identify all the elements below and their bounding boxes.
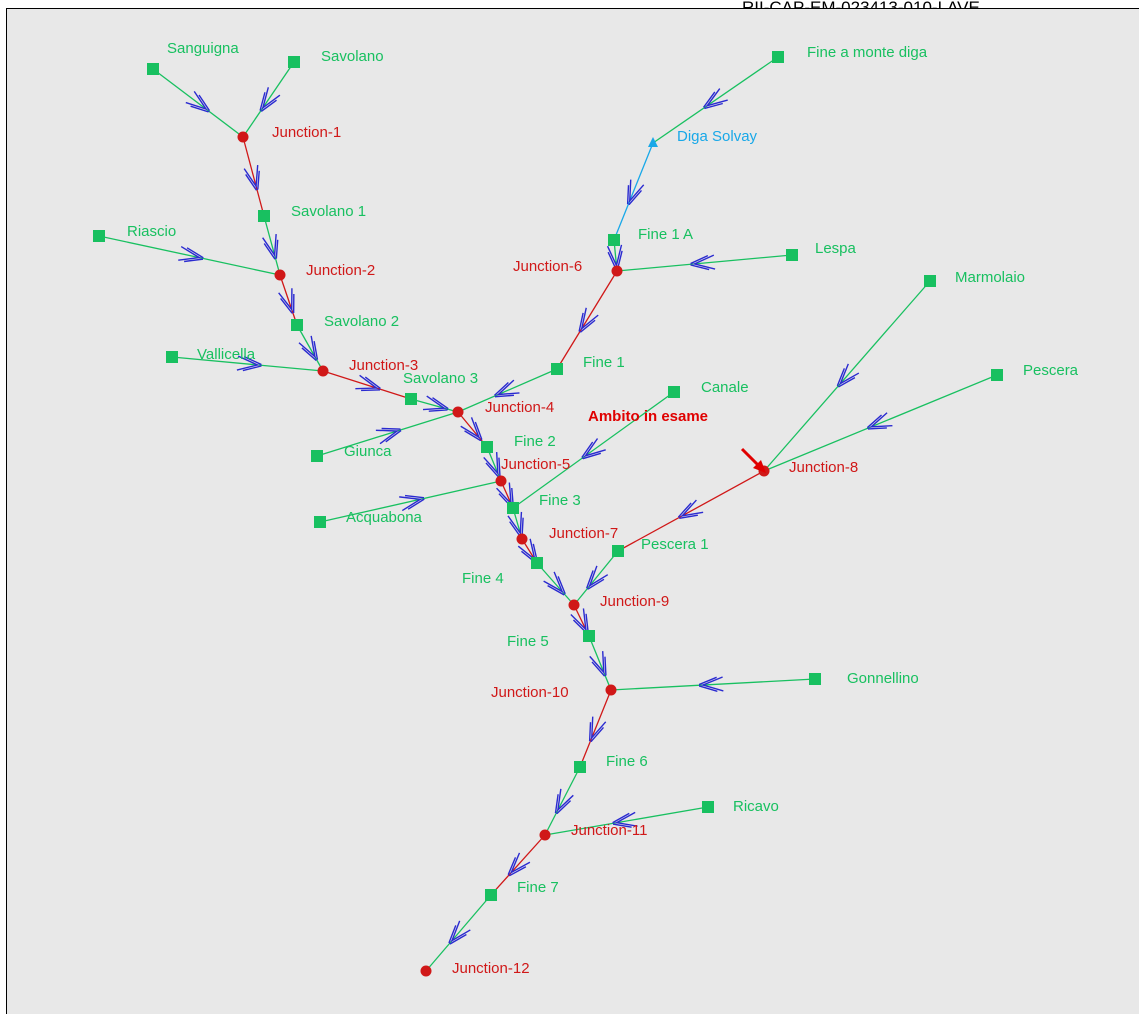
label-fine-a-monte-diga: Fine a monte diga	[807, 44, 928, 61]
node-marker-fine1	[551, 363, 563, 375]
label-fine-4: Fine 4	[462, 570, 504, 587]
network-nodes	[93, 51, 1003, 977]
node-marker-fine_a_monte_diga	[772, 51, 784, 63]
node-marker-lespa	[786, 249, 798, 261]
node-marker-pescera1	[612, 545, 624, 557]
label-acquabona: Acquabona	[346, 509, 423, 526]
node-marker-canale	[668, 386, 680, 398]
node-marker-acquabona	[314, 516, 326, 528]
label-junction-5: Junction-5	[501, 456, 570, 473]
label-fine-5: Fine 5	[507, 633, 549, 650]
label-marmolaio: Marmolaio	[955, 269, 1025, 286]
link-savolano2-j3	[296, 324, 324, 372]
label-fine-7: Fine 7	[517, 879, 559, 896]
label-riascio: Riascio	[127, 223, 176, 240]
label-savolano-2: Savolano 2	[324, 313, 399, 330]
node-marker-vallicella	[166, 351, 178, 363]
link-sanguigna-j1	[152, 68, 244, 138]
junction-marker-j10	[605, 684, 617, 696]
link-fine5-j10	[588, 635, 612, 691]
flow-arrows	[180, 91, 890, 940]
annotation-arrow	[740, 447, 766, 473]
link-j3-savolano3	[322, 370, 412, 400]
label-junction-3: Junction-3	[349, 357, 418, 374]
link-savolano1-j2	[263, 215, 281, 276]
network-map-canvas: Sanguigna Savolano Fine a monte diga Dig…	[6, 8, 1139, 1014]
label-junction-2: Junction-2	[306, 262, 375, 279]
node-marker-pescera	[991, 369, 1003, 381]
label-fine-1: Fine 1	[583, 354, 625, 371]
junction-marker-j6	[611, 265, 623, 277]
link-savolano3-j4	[410, 398, 459, 413]
junction-marker-j4	[452, 406, 464, 418]
label-savolano-1: Savolano 1	[291, 203, 366, 220]
label-junction-1: Junction-1	[272, 124, 341, 141]
junction-marker-j12	[420, 965, 432, 977]
node-marker-marmolaio	[924, 275, 936, 287]
node-labels: Sanguigna Savolano Fine a monte diga Dig…	[127, 40, 1079, 977]
label-junction-12: Junction-12	[452, 960, 530, 977]
label-fine-3: Fine 3	[539, 492, 581, 509]
junction-marker-j1	[237, 131, 249, 143]
node-marker-savolano3	[405, 393, 417, 405]
label-junction-11: Junction-11	[571, 822, 647, 839]
junction-marker-j11	[539, 829, 551, 841]
label-savolano: Savolano	[321, 48, 384, 65]
label-ricavo: Ricavo	[733, 798, 779, 815]
label-junction-6: Junction-6	[513, 258, 582, 275]
junction-marker-j2	[274, 269, 286, 281]
drainage-network-diagram: Sanguigna Savolano Fine a monte diga Dig…	[93, 40, 1079, 977]
junction-marker-j3	[317, 365, 329, 377]
label-pescera: Pescera	[1023, 362, 1079, 379]
label-sanguigna: Sanguigna	[167, 40, 239, 57]
label-fine-1a: Fine 1 A	[638, 226, 693, 243]
node-marker-fine3	[507, 502, 519, 514]
label-junction-8: Junction-8	[789, 459, 858, 476]
label-fine-6: Fine 6	[606, 753, 648, 770]
node-marker-fine4	[531, 557, 543, 569]
link-gonnellino-j10	[610, 678, 816, 691]
label-diga-solvay: Diga Solvay	[677, 128, 758, 145]
node-marker-savolano1	[258, 210, 270, 222]
annotation-ambito: Ambito in esame	[588, 408, 708, 425]
label-fine-2: Fine 2	[514, 433, 556, 450]
junction-marker-j7	[516, 533, 528, 545]
node-marker-fine6	[574, 761, 586, 773]
label-junction-10: Junction-10	[491, 684, 569, 701]
node-marker-fine7	[485, 889, 497, 901]
node-marker-fine2	[481, 441, 493, 453]
node-marker-ricavo	[702, 801, 714, 813]
node-marker-riascio	[93, 230, 105, 242]
label-gonnellino: Gonnellino	[847, 670, 919, 687]
node-marker-fine1a	[608, 234, 620, 246]
label-giunca: Giunca	[344, 443, 392, 460]
link-fine4-j9	[536, 562, 575, 606]
dam-marker-diga-solvay	[648, 137, 658, 147]
label-savolano-3: Savolano 3	[403, 370, 478, 387]
label-canale: Canale	[701, 379, 749, 396]
node-marker-giunca	[311, 450, 323, 462]
link-lespa-j6	[616, 254, 793, 272]
link-pescera-j8	[763, 374, 998, 472]
node-marker-sanguigna	[147, 63, 159, 75]
label-vallicella: Vallicella	[197, 346, 256, 363]
link-j1-savolano1	[242, 136, 265, 217]
label-junction-7: Junction-7	[549, 525, 618, 542]
label-junction-9: Junction-9	[600, 593, 669, 610]
link-marmolaio-j8	[763, 280, 931, 472]
node-marker-savolano	[288, 56, 300, 68]
node-marker-fine5	[583, 630, 595, 642]
node-marker-savolano2	[291, 319, 303, 331]
node-marker-gonnellino	[809, 673, 821, 685]
link-riascio-j2	[98, 235, 281, 276]
label-lespa: Lespa	[815, 240, 857, 257]
label-pescera-1: Pescera 1	[641, 536, 709, 553]
link-j2-savolano2	[279, 274, 298, 326]
junction-marker-j9	[568, 599, 580, 611]
junction-marker-j5	[495, 475, 507, 487]
label-junction-4: Junction-4	[485, 399, 554, 416]
